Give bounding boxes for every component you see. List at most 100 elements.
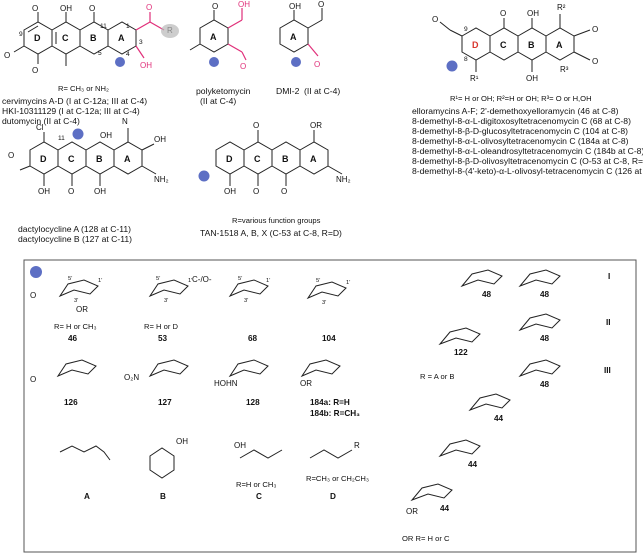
chain-iii-unit-2: 44: [494, 414, 504, 423]
tcm-o-3: O: [592, 57, 598, 66]
sugar-locant: 5': [238, 276, 242, 282]
panel5-caption-1: dactylocycline A (128 at C-11): [18, 224, 132, 234]
dacty-oh-1: OH: [100, 131, 112, 140]
chain-i-unit-2: 48: [540, 290, 550, 299]
cerv-pos-1: 1: [126, 23, 130, 30]
tan-o-3: O: [281, 187, 287, 196]
cerv-o-1: O: [32, 4, 38, 13]
cerv-o-pink: O: [146, 3, 152, 12]
chain3-or: OR: [406, 507, 418, 516]
acyl-d-r: R: [354, 441, 360, 450]
blue-sphere-icon: [30, 266, 42, 278]
dmi-ring-a: A: [290, 32, 297, 42]
acyl-d-label: D: [330, 492, 336, 501]
sugar-184b-label: 184b: R=CH₃: [310, 409, 360, 418]
tcm-o-2: O: [592, 25, 598, 34]
tan-ring-a: A: [310, 154, 317, 164]
dmi-o-pink: O: [314, 60, 320, 69]
chain-i-label: I: [608, 272, 611, 281]
sugar-locant: 1': [346, 280, 350, 286]
panel1-caption-1: cervimycins A-D (I at C-12a; III at C-4): [2, 96, 148, 106]
dacty-oh-2: OH: [154, 135, 166, 144]
acyl-c-label: C: [256, 492, 262, 501]
sugar-128-label: 128: [246, 398, 260, 407]
chain-ii-unit-1: 122: [454, 348, 468, 357]
tcm-o-1: O: [500, 9, 506, 18]
dacty-n: N: [122, 117, 128, 126]
panel3-name: DMI-2: [276, 86, 300, 96]
tcm-r1: R¹: [470, 74, 479, 83]
cerv-ring-a: A: [118, 33, 125, 43]
acyl-b-label: B: [160, 492, 166, 501]
sugar53-co: C-/O-: [192, 275, 212, 284]
panel4-caption-6: 8-demethyl-8-β-D-olivosyltetracenomycin …: [412, 156, 643, 166]
sugar46-o: O: [30, 291, 36, 300]
panel1-caption-2: HKI-10311129 (I at C-12a; III at C-4): [2, 106, 140, 116]
tcm-ring-c: C: [500, 40, 507, 50]
chain-i-unit-1: 48: [482, 290, 492, 299]
tan-ring-d: D: [226, 154, 233, 164]
cerv-o-2: O: [89, 4, 95, 13]
dacty-nh2: NH₂: [154, 175, 169, 184]
sugar-53-label: 53: [158, 334, 168, 343]
tan-ring-c: C: [254, 154, 261, 164]
tcm-ring-d: D: [472, 40, 479, 50]
sugar-184a-label: 184a: R=H: [310, 398, 350, 407]
panel4-legend: R¹= H or OH; R²=H or OH; R³= O or H,OH: [450, 94, 592, 103]
tcm-r2: R²: [557, 3, 566, 12]
blue-sphere-icon: [446, 60, 458, 72]
cerv-oh-1: OH: [60, 4, 72, 13]
dacty-ring-a: A: [124, 154, 131, 164]
cerv-o-4: O: [4, 51, 10, 60]
tetracenomycin-structure: [439, 14, 591, 72]
dmi-oh: OH: [289, 2, 301, 11]
acyl-d-note: R=CH₃ or CH₂CH₃: [306, 474, 369, 483]
chain-iii-note: OR R= H or C: [402, 534, 450, 543]
blue-sphere-icon: [209, 57, 219, 67]
acyl-c-oh: OH: [234, 441, 246, 450]
dacty-cl: Cl: [36, 123, 44, 132]
sugar-53-note: R= H or D: [144, 322, 178, 331]
panel4-caption-2: 8-demethyl-8-α-L-digitoxosyltetracenomyc…: [412, 116, 631, 126]
pk-o: O: [212, 2, 218, 11]
tan1518-structure: [215, 130, 343, 186]
polyketomycin-structure: [189, 8, 247, 61]
tcm-oh-2: OH: [526, 74, 538, 83]
dacty-oh-3: OH: [38, 187, 50, 196]
chain-ii-note: R = A or B: [420, 372, 455, 381]
sugar-68-label: 68: [248, 334, 258, 343]
acyl-c-note: R=H or CH₃: [236, 480, 277, 489]
dactylocycline-structure: [19, 128, 157, 186]
sugar184-ro: OR: [300, 379, 312, 388]
panel4-caption-5: 8-demethyl-8-α-L-oleandrosyltetracenomyc…: [412, 146, 643, 156]
sugar-126-label: 126: [64, 398, 78, 407]
panel2-site: (II at C-4): [200, 96, 237, 106]
sugar-127-label: 127: [158, 398, 172, 407]
dacty-ring-b: B: [96, 154, 103, 164]
chain-iii-label: III: [604, 366, 611, 375]
panel1-caption-3: dutomycin (II at C-4): [2, 116, 80, 126]
sugar-locant: 3': [74, 298, 78, 304]
sugar-104-label: 104: [322, 334, 336, 343]
pk-oh: OH: [238, 0, 250, 9]
sugar-box-border: [23, 259, 637, 553]
sugar-46-label: 46: [68, 334, 78, 343]
cerv-pos-11: 11: [100, 23, 107, 30]
cerv-pos-9: 9: [19, 31, 23, 38]
acyl-b-oh: OH: [176, 437, 188, 446]
tcm-ring-b: B: [528, 40, 535, 50]
panel6-rnote: R=various function groups: [232, 216, 321, 225]
panel5-caption-2: dactylocycline B (127 at C-11): [18, 234, 132, 244]
sugar-drawings: [56, 269, 561, 502]
panel2-name: polyketomycin: [196, 86, 251, 96]
sugar-locant: 1': [98, 278, 102, 284]
sugar127-o2n: O₂N: [124, 373, 139, 382]
tcm-ring-a: A: [556, 40, 563, 50]
pk-ring-a: A: [210, 32, 217, 42]
blue-sphere-icon: [115, 57, 125, 67]
tcm-pos-8: 8: [464, 56, 468, 63]
dmi-o: O: [318, 0, 324, 9]
dacty-o-1: O: [8, 151, 14, 160]
cerv-o-3: O: [32, 66, 38, 75]
